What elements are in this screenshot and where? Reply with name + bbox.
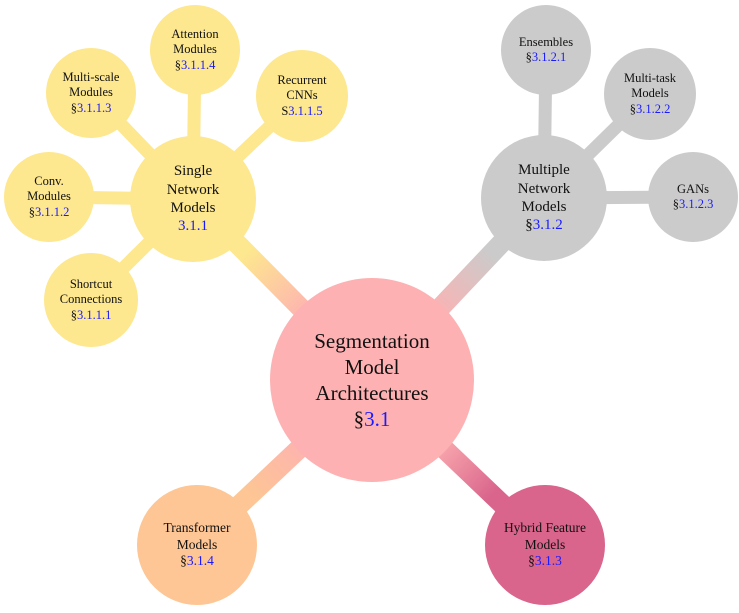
node-multiple-network-models: Multiple Network Models §3.1.2 (481, 135, 607, 261)
node-shortcut-connections: Shortcut Connections §3.1.1.1 (44, 253, 138, 347)
single-line-1: Single (173, 163, 213, 180)
root-ref: 3.1 (364, 407, 391, 432)
root-line-2: Model (344, 354, 400, 379)
single-line-3: Models (170, 200, 216, 216)
node-multitask-models: Multi-task Models §3.1.2.2 (604, 48, 696, 140)
root-node-segmentation-architectures: Segmentation Model Architectures §3.1 (270, 278, 474, 482)
node-ensembles: Ensembles §3.1.2.1 (501, 5, 591, 95)
node-attention-modules: Attention Modules §3.1.1.4 (150, 5, 240, 95)
root-section-sign: § (353, 407, 365, 432)
node-single-network-models: Single Network Models 3.1.1 (130, 136, 256, 262)
single-ref: 3.1.1 (178, 218, 208, 235)
root-line-3: Architectures (315, 381, 429, 405)
root-line-1: Segmentation (314, 328, 430, 353)
node-hybrid-feature-models: Hybrid Feature Models §3.1.3 (485, 485, 605, 605)
single-line-2: Network (166, 181, 220, 198)
node-transformer-models: Transformer Models §3.1.4 (137, 485, 257, 605)
node-recurrent-cnns: Recurrent CNNs S3.1.1.5 (256, 50, 348, 142)
node-gans: GANs §3.1.2.3 (648, 152, 738, 242)
multiple-ref: 3.1.2 (532, 217, 563, 234)
node-multiscale-modules: Multi-scale Modules §3.1.1.3 (46, 48, 136, 138)
node-conv-modules: Conv. Modules §3.1.1.2 (4, 152, 94, 242)
